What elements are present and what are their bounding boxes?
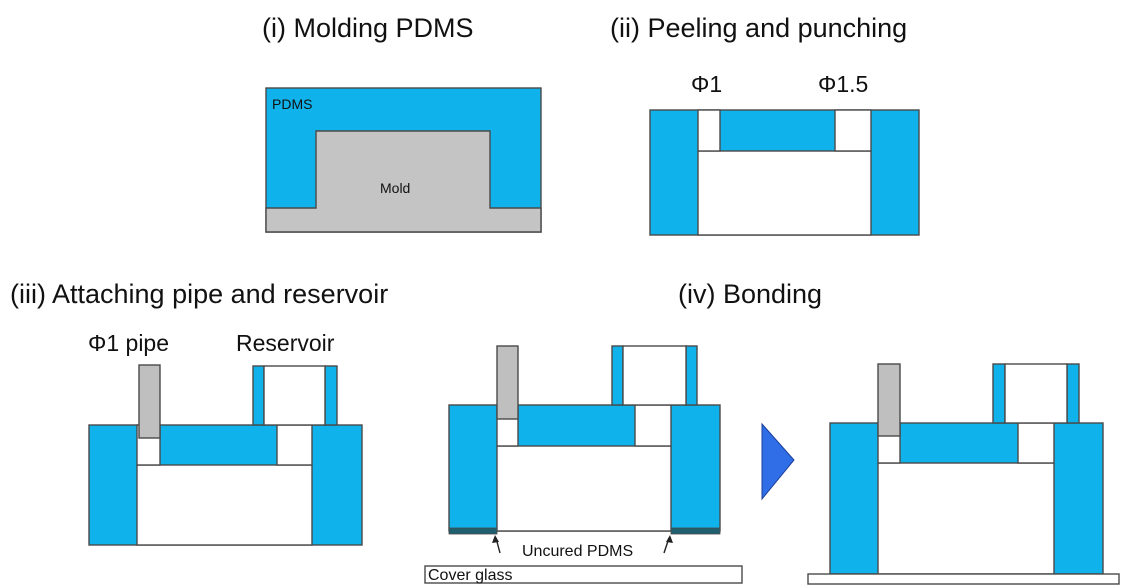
punch-hole-1 — [697, 109, 721, 152]
mold-label: Mold — [380, 180, 410, 196]
uncured-pdms-layer-right — [670, 527, 721, 535]
step-ii-title: (ii) Peeling and punching — [610, 13, 907, 43]
step-ii-panel: Φ1 Φ1.5 — [649, 71, 920, 236]
pipe — [138, 364, 161, 439]
reservoir-interior — [263, 365, 326, 426]
reservoir-interior — [622, 345, 687, 406]
punch-hole-2 — [834, 109, 872, 152]
reservoir-hole — [634, 404, 672, 447]
pipe-label: Φ1 pipe — [88, 330, 169, 356]
pdms-label: PDMS — [272, 96, 312, 112]
reservoir-hole — [1017, 422, 1055, 464]
channel-cavity — [877, 462, 1055, 575]
mold-shape — [265, 130, 542, 233]
reservoir-wall-right — [324, 365, 338, 426]
cover-glass — [807, 573, 1120, 585]
step-i-title: (i) Molding PDMS — [262, 13, 474, 43]
cover-glass-label: Cover glass — [428, 567, 512, 584]
uncured-label: Uncured PDMS — [522, 543, 633, 560]
step-iv-title: (iv) Bonding — [678, 279, 822, 309]
reservoir-wall-right — [685, 345, 698, 406]
hole-1-label: Φ1 — [691, 71, 722, 97]
reservoir-label: Reservoir — [236, 330, 335, 356]
reservoir-wall-right — [1066, 363, 1080, 424]
hole-2-label: Φ1.5 — [818, 71, 868, 97]
channel-cavity — [496, 445, 672, 532]
reservoir-interior — [1004, 363, 1068, 424]
step-iv-after-panel — [807, 363, 1120, 585]
step-iv-before-panel: Uncured PDMS Cover glass — [424, 345, 743, 584]
cover-glass — [424, 565, 743, 584]
uncured-pdms-layer-left — [448, 527, 498, 535]
uncured-arrowhead-right — [666, 535, 673, 543]
step-iii-title: (iii) Attaching pipe and reservoir — [10, 279, 388, 309]
reservoir-wall-left — [611, 345, 624, 406]
channel-cavity — [136, 464, 313, 546]
reservoir-wall-left — [252, 365, 265, 426]
reservoir-wall-left — [992, 363, 1006, 424]
pipe — [496, 345, 519, 420]
step-iii-panel: Φ1 pipe Reservoir — [88, 330, 363, 546]
channel-cavity — [697, 150, 872, 236]
reservoir-hole — [276, 424, 313, 466]
uncured-arrowhead-left — [492, 535, 499, 543]
step-i-panel: PDMS Mold — [265, 87, 542, 233]
pipe — [877, 363, 901, 437]
triangle-arrow-right-icon — [761, 422, 795, 501]
